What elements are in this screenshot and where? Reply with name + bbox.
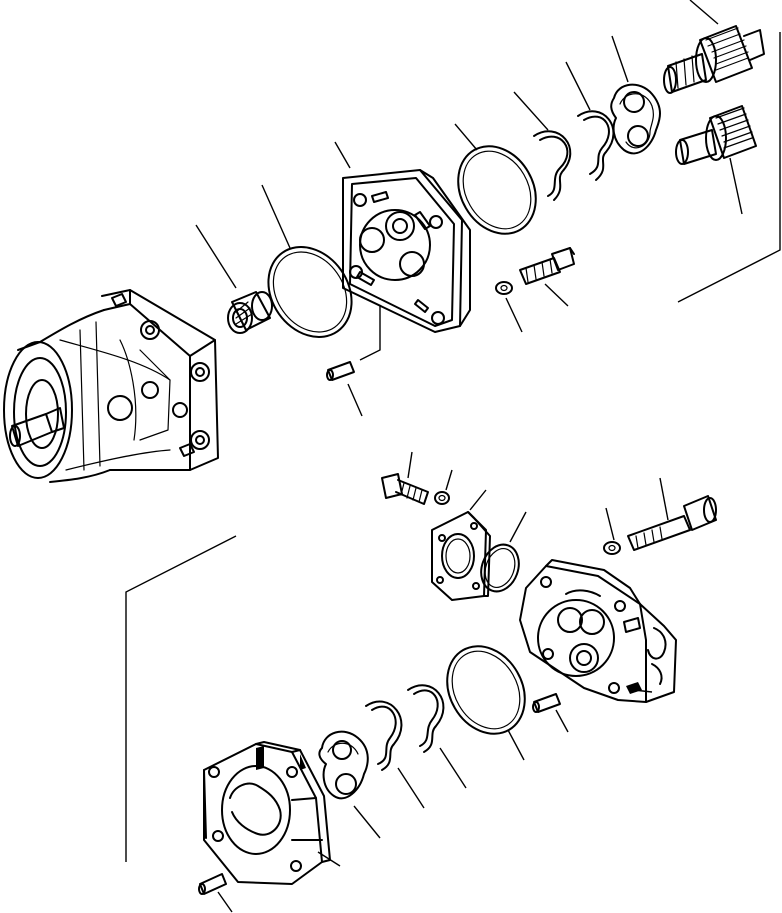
o-ring-2 (454, 123, 537, 235)
main-pump-body (3, 289, 219, 483)
seal-plate-2 (318, 730, 381, 839)
o-ring-1 (261, 184, 353, 338)
washer-1 (495, 281, 523, 333)
flange-plate (431, 489, 491, 601)
rear-cover-housing (519, 559, 677, 703)
upper-group-bracket (677, 32, 781, 303)
backup-ring-4 (365, 700, 425, 809)
dowel-pin-2 (532, 693, 569, 733)
backup-ring-3 (407, 684, 467, 789)
seal-plate-1 (610, 35, 661, 155)
gear-housing-body (203, 741, 341, 885)
washer-2 (434, 469, 453, 505)
bolt-3 (627, 477, 717, 551)
backup-ring-2 (565, 61, 615, 181)
dowel-pin-3 (198, 873, 233, 913)
lower-group-bracket (125, 535, 237, 862)
o-ring-4 (446, 645, 526, 761)
bolt-2 (381, 451, 429, 505)
backup-ring-1 (513, 91, 572, 201)
drive-gear (663, 0, 765, 94)
driven-gear (675, 105, 757, 215)
front-cover-plate (334, 141, 471, 361)
o-ring-3 (480, 511, 527, 593)
dowel-pin-1 (326, 361, 363, 417)
bushing (195, 224, 273, 334)
washer-3 (603, 507, 621, 555)
bolt-1 (519, 247, 575, 307)
